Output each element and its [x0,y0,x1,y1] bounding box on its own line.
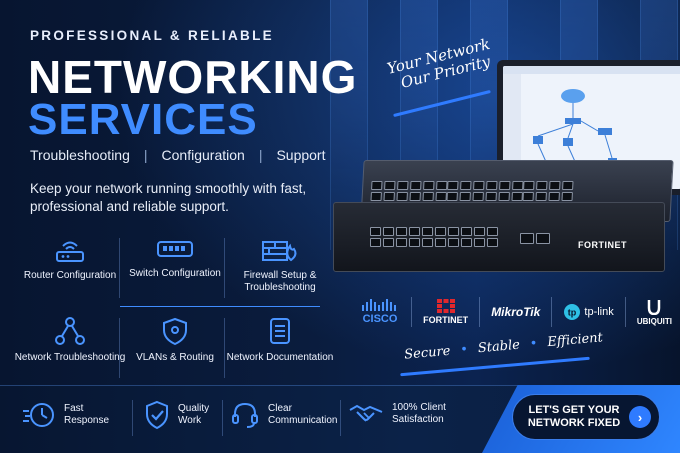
check-shield-icon [146,400,168,430]
eyebrow-text: PROFESSIONAL & RELIABLE [30,28,274,43]
feature-label: Quality Work [178,403,210,426]
divider [411,297,413,327]
port-block [520,233,550,244]
firewall-icon [262,241,297,262]
brand-name: CISCO [362,313,398,325]
divider [479,297,481,327]
fortinet-firewall-device [333,202,665,272]
brand-tplink: tp tp-link [563,303,614,321]
feature-quality-work: Quality Work [144,400,218,430]
port-block [370,227,498,247]
tplink-logo: tp [564,304,581,320]
arrow-right-icon: › [629,406,651,428]
divider [119,318,120,378]
shield-icon [163,317,187,346]
brand-name: FORTINET [423,315,469,325]
service-router: Router Configuration [14,232,126,306]
feature-communication: Clear Communication [230,400,340,430]
cta-button[interactable]: LET'S GET YOUR NETWORK FIXED › [512,394,660,440]
divider [224,238,225,298]
brand-fortinet: FORTINET [423,299,468,325]
service-label: Network Documentation [226,352,334,363]
svg-text:tp: tp [568,308,577,318]
service-label: Firewall Setup & Troubleshooting [243,270,317,293]
divider [119,238,120,298]
lead-text: Keep your network running smoothly with … [30,181,307,214]
subnav-separator: | [258,147,263,163]
feature-label: Fast Response [64,403,110,426]
divider [132,400,133,436]
dot-separator: • [459,342,469,358]
subnav-separator: | [143,147,148,163]
document-icon [270,318,290,344]
service-network-troubleshooting: Network Troubleshooting [14,312,126,386]
service-label: VLANs & Routing [136,352,214,363]
feature-satisfaction: 100% Client Satisfaction [348,400,468,428]
subnav-item-support: Support [276,147,326,163]
service-label: Network Troubleshooting [14,352,126,363]
brand-name: UBIQUITI [636,316,672,326]
device-brand-label: FORTINET [578,240,627,250]
service-subnav: Troubleshooting | Configuration | Suppor… [30,147,326,163]
laptop-screen [503,66,680,189]
subnav-item-configuration: Configuration [161,147,245,163]
switch-icon [157,241,193,257]
service-label: Router Configuration [23,270,117,281]
services-grid: Router Configuration Switch Configuratio… [14,232,350,380]
stopwatch-icon [23,403,54,427]
feature-label: 100% Client Satisfaction [392,402,446,425]
feature-label: Clear Communication [268,403,338,426]
brand-ubiquiti: UBIQUITI [637,299,672,326]
port-block [522,181,574,201]
cisco-logo [362,299,396,311]
headset-icon [232,402,258,428]
dot-separator: • [529,336,539,352]
ubiquiti-logo [648,299,661,315]
divider [120,306,320,307]
divider [340,400,341,436]
divider [624,297,626,327]
network-nodes-icon [55,317,85,345]
brand-logos: CISCO FORTINET MikroTik tp tp-link UBIQU… [360,294,672,330]
brand-name: MikroTik [491,305,541,319]
divider [224,318,225,378]
brand-name: tp-link [584,306,614,318]
service-vlans: VLANs & Routing [119,312,231,386]
fortinet-logo [436,299,455,313]
handshake-icon [349,404,383,422]
service-switch: Switch Configuration [119,232,231,306]
subnav-item-troubleshooting: Troubleshooting [30,147,130,163]
brand-cisco: CISCO [360,299,400,325]
service-documentation: Network Documentation [224,312,336,386]
divider [222,400,223,436]
service-label: Switch Configuration [129,268,221,279]
service-firewall: Firewall Setup & Troubleshooting [224,232,336,306]
feature-fast-response: Fast Response [22,400,114,430]
divider [551,297,553,327]
router-icon [56,241,84,262]
port-block [370,181,448,201]
brand-mikrotik: MikroTik [491,305,540,319]
title-line-1: NETWORKING [28,51,358,103]
title-line-2: SERVICES [28,95,258,144]
cta-label: LET'S GET YOUR NETWORK FIXED [527,404,621,429]
port-block [446,181,524,201]
